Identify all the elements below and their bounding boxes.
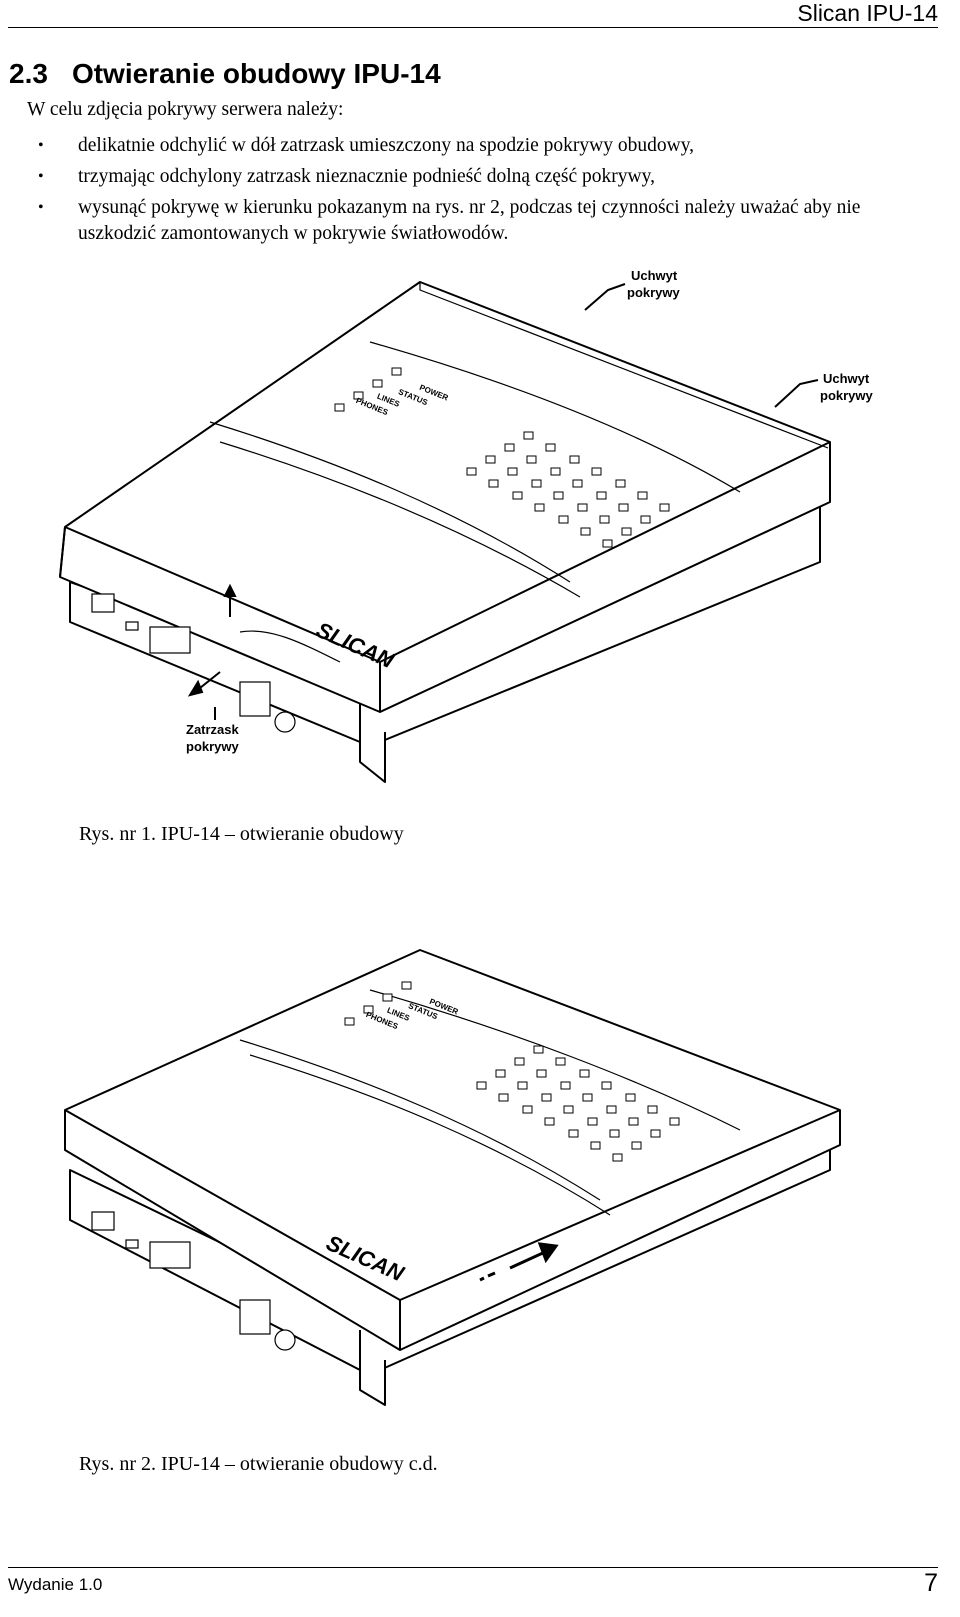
bullet-icon: • bbox=[38, 168, 44, 185]
device-foot bbox=[359, 1330, 386, 1406]
list-item: • trzymając odchylony zatrzask nieznaczni… bbox=[38, 164, 938, 190]
power-switch bbox=[239, 1299, 271, 1335]
list-item-text: trzymając odchylony zatrzask nieznacznie… bbox=[78, 166, 655, 187]
usb-port bbox=[125, 1239, 139, 1249]
figure-2-device-drawing: POWER STATUS LINES PHONES SLICAN bbox=[40, 930, 920, 1410]
intro-text: W celu zdjęcia pokrywy serwera należy: bbox=[27, 99, 344, 120]
power-socket bbox=[274, 711, 296, 733]
device-cover bbox=[64, 949, 841, 1351]
page-header: Slican IPU-14 bbox=[8, 0, 938, 28]
device-illustration: POWER STATUS LINES PHONES SLICAN bbox=[59, 268, 874, 783]
section-heading: 2.3 Otwieranie obudowy IPU-14 bbox=[9, 56, 441, 92]
eth-port bbox=[91, 1211, 115, 1231]
figure-2-caption: Rys. nr 2. IPU-14 – otwieranie obudowy c… bbox=[79, 1453, 438, 1475]
power-socket bbox=[274, 1329, 296, 1351]
led-phones bbox=[334, 403, 345, 412]
cover-groove-line bbox=[209, 421, 571, 583]
bullet-icon: • bbox=[38, 137, 44, 154]
callout-latch-line1: Zatrzask bbox=[186, 722, 240, 737]
led-phones bbox=[344, 1017, 355, 1026]
led-status bbox=[382, 993, 393, 1002]
slide-arrow-icon bbox=[509, 1250, 546, 1270]
rating-label bbox=[149, 1241, 191, 1269]
figure-1-caption: Rys. nr 1. IPU-14 – otwieranie obudowy bbox=[79, 823, 404, 845]
callout-handle-right-line1: Uchwyt bbox=[823, 371, 870, 386]
section-title: Otwieranie obudowy IPU-14 bbox=[71, 58, 441, 89]
header-title: Slican IPU-14 bbox=[797, 0, 938, 26]
list-item: • delikatnie odchylić w dół zatrzask umie… bbox=[38, 133, 938, 159]
instruction-list: • delikatnie odchylić w dół zatrzask umie… bbox=[38, 133, 938, 252]
device-foot bbox=[359, 702, 386, 783]
list-item: • wysunąć pokrywę w kierunku pokazanym na… bbox=[38, 195, 938, 247]
power-switch bbox=[239, 681, 271, 717]
page-number: 7 bbox=[924, 1569, 938, 1597]
usb-port bbox=[125, 621, 139, 631]
led-lines bbox=[353, 391, 364, 400]
cover-ridge-line bbox=[419, 282, 829, 449]
list-item-text: delikatnie odchylić w dół zatrzask umies… bbox=[78, 135, 695, 156]
led-status bbox=[372, 379, 383, 388]
page-footer: Wydanie 1.0 7 bbox=[8, 1567, 938, 1597]
led-lines bbox=[363, 1005, 374, 1014]
callout-handle-right-line2: pokrywy bbox=[820, 388, 874, 403]
section-number: 2.3 bbox=[9, 58, 48, 89]
led-power bbox=[391, 367, 402, 376]
callout-handle-top-line2: pokrywy bbox=[627, 285, 681, 300]
bullet-icon: • bbox=[38, 199, 44, 216]
callout-latch-line2: pokrywy bbox=[186, 739, 240, 754]
rating-label bbox=[149, 626, 191, 654]
cover-groove-line bbox=[239, 1039, 601, 1201]
eth-port bbox=[91, 593, 115, 613]
led-power bbox=[401, 981, 412, 990]
edition-label: Wydanie 1.0 bbox=[8, 1575, 103, 1594]
list-item-text: wysunąć pokrywę w kierunku pokazanym na … bbox=[78, 197, 861, 244]
device-illustration-slid: POWER STATUS LINES PHONES SLICAN bbox=[64, 949, 841, 1406]
led-grid bbox=[466, 431, 670, 548]
led-grid bbox=[476, 1045, 680, 1162]
figure-1-device-drawing: POWER STATUS LINES PHONES SLICAN bbox=[40, 262, 920, 802]
callout-handle-top-line1: Uchwyt bbox=[631, 268, 678, 283]
